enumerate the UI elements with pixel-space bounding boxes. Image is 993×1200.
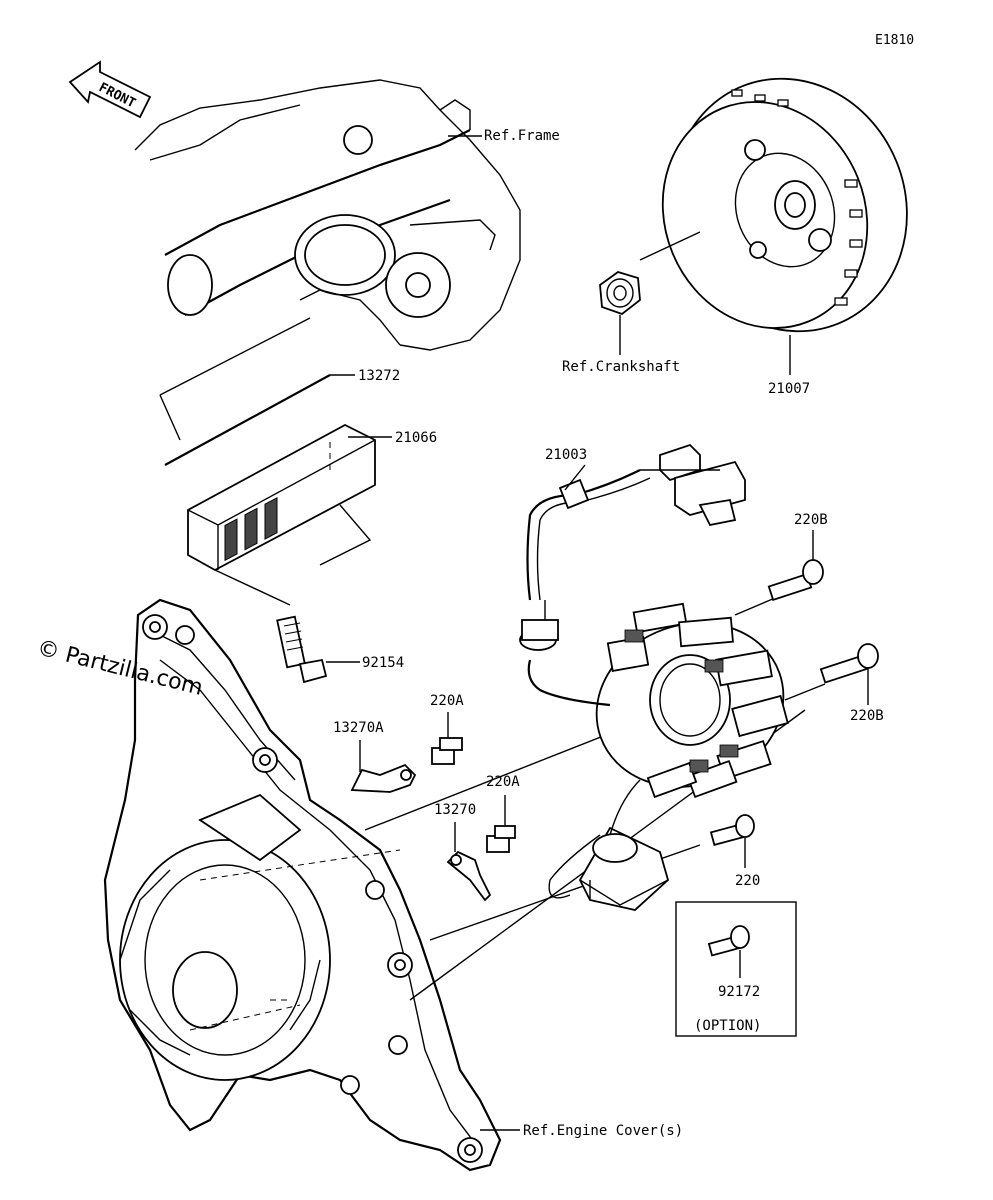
label-92172: 92172 bbox=[718, 984, 760, 1000]
label-220: 220 bbox=[735, 873, 760, 889]
flywheel-21007 bbox=[661, 77, 908, 333]
leader-220B-top bbox=[734, 597, 776, 616]
regulator-21066 bbox=[187, 423, 376, 572]
bolt-220A-lower bbox=[486, 825, 516, 853]
bolt-92172 bbox=[707, 925, 750, 957]
label-92154: 92154 bbox=[362, 655, 404, 671]
leader-21003 bbox=[564, 464, 586, 491]
label-220A-lower: 220A bbox=[486, 774, 520, 790]
label-ref-crankshaft: Ref.Crankshaft bbox=[562, 359, 680, 375]
front-arrow-icon: FRONT bbox=[68, 60, 152, 119]
label-13272: 13272 bbox=[358, 368, 400, 384]
bracket-13270 bbox=[446, 850, 492, 902]
label-220B-mid: 220B bbox=[850, 708, 884, 724]
pin-13272 bbox=[164, 374, 331, 466]
frame-part bbox=[134, 79, 521, 351]
label-21003: 21003 bbox=[545, 447, 587, 463]
pickup-coil bbox=[548, 779, 670, 911]
label-ref-engine-cover: Ref.Engine Cover(s) bbox=[523, 1123, 683, 1139]
bolt-220A-upper bbox=[431, 737, 463, 765]
bolt-220 bbox=[709, 814, 755, 847]
leader-220B-mid bbox=[784, 683, 826, 701]
label-220B-top: 220B bbox=[794, 512, 828, 528]
bracket-13270A bbox=[350, 763, 417, 793]
stator-connector bbox=[659, 443, 746, 527]
bolt-220B-top bbox=[767, 559, 824, 601]
label-21007: 21007 bbox=[768, 381, 810, 397]
leader-frame-to-ecu bbox=[159, 317, 311, 396]
stator-21003 bbox=[519, 443, 789, 799]
leader-crank-axis bbox=[639, 231, 701, 261]
label-220A-upper: 220A bbox=[430, 693, 464, 709]
label-ref-frame: Ref.Frame bbox=[484, 128, 560, 144]
crankshaft-nut bbox=[599, 271, 641, 316]
label-option: (OPTION) bbox=[694, 1018, 761, 1034]
bolt-220B-mid bbox=[819, 643, 879, 684]
label-13270: 13270 bbox=[434, 802, 476, 818]
label-13270A: 13270A bbox=[333, 720, 384, 736]
option-box bbox=[675, 901, 797, 1037]
label-21066: 21066 bbox=[395, 430, 437, 446]
engine-cover bbox=[103, 598, 502, 1172]
diagram-code: E1810 bbox=[875, 33, 914, 48]
bolt-92154 bbox=[276, 615, 328, 684]
